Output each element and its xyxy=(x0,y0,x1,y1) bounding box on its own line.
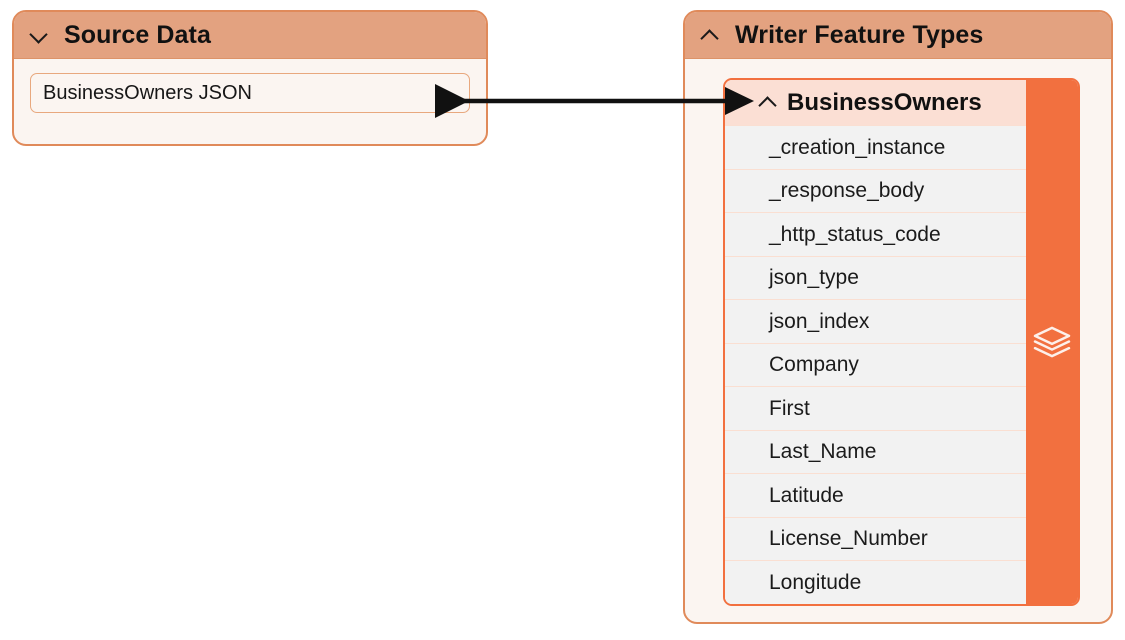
attribute-label: _http_status_code xyxy=(769,222,941,246)
attribute-label: Last_Name xyxy=(769,440,877,464)
source-dataset-item[interactable]: BusinessOwners JSON xyxy=(30,73,470,113)
writer-feature-types-panel-title: Writer Feature Types xyxy=(735,20,984,49)
feature-type-chevron-up-icon[interactable] xyxy=(760,94,777,111)
attribute-list: _creation_instance _response_body _http_st… xyxy=(725,125,1026,604)
attribute-row[interactable]: json_type xyxy=(725,255,1026,299)
attribute-label: License_Number xyxy=(769,527,928,551)
source-data-panel-body: BusinessOwners JSON xyxy=(14,59,486,129)
feature-type-header[interactable]: BusinessOwners xyxy=(725,80,1026,125)
attribute-label: Company xyxy=(769,353,859,377)
attribute-row[interactable]: Latitude xyxy=(725,473,1026,517)
feature-type-name: BusinessOwners xyxy=(787,88,982,116)
attribute-label: Longitude xyxy=(769,570,862,594)
attribute-row[interactable]: Longitude xyxy=(725,560,1026,604)
source-data-panel[interactable]: Source Data BusinessOwners JSON xyxy=(12,10,488,146)
attribute-row[interactable]: Company xyxy=(725,342,1026,386)
attribute-row[interactable]: First xyxy=(725,386,1026,430)
chevron-up-icon[interactable] xyxy=(702,27,719,44)
attribute-row[interactable]: _response_body xyxy=(725,168,1026,212)
chevron-down-icon[interactable] xyxy=(31,27,48,44)
attribute-row[interactable]: _http_status_code xyxy=(725,212,1026,256)
layers-icon xyxy=(1033,326,1071,358)
attribute-label: First xyxy=(769,396,810,420)
attribute-label: _response_body xyxy=(769,179,925,203)
source-data-panel-title: Source Data xyxy=(64,20,211,49)
feature-type-sidebar[interactable] xyxy=(1026,80,1078,604)
attribute-row[interactable]: Last_Name xyxy=(725,429,1026,473)
feature-type-businessowners[interactable]: BusinessOwners _creation_instance _respon… xyxy=(723,78,1080,606)
source-data-panel-header[interactable]: Source Data xyxy=(14,12,486,59)
attribute-label: json_index xyxy=(769,309,870,333)
attribute-label: json_type xyxy=(769,266,859,290)
feature-type-main: BusinessOwners _creation_instance _respon… xyxy=(725,80,1026,604)
attribute-row[interactable]: License_Number xyxy=(725,516,1026,560)
attribute-row[interactable]: json_index xyxy=(725,299,1026,343)
attribute-label: _creation_instance xyxy=(769,135,946,159)
source-dataset-label: BusinessOwners JSON xyxy=(43,81,252,104)
writer-feature-types-panel[interactable]: Writer Feature Types BusinessOwners _cre… xyxy=(683,10,1113,624)
writer-feature-types-panel-header[interactable]: Writer Feature Types xyxy=(685,12,1111,59)
attribute-row[interactable]: _creation_instance xyxy=(725,125,1026,169)
attribute-label: Latitude xyxy=(769,483,844,507)
